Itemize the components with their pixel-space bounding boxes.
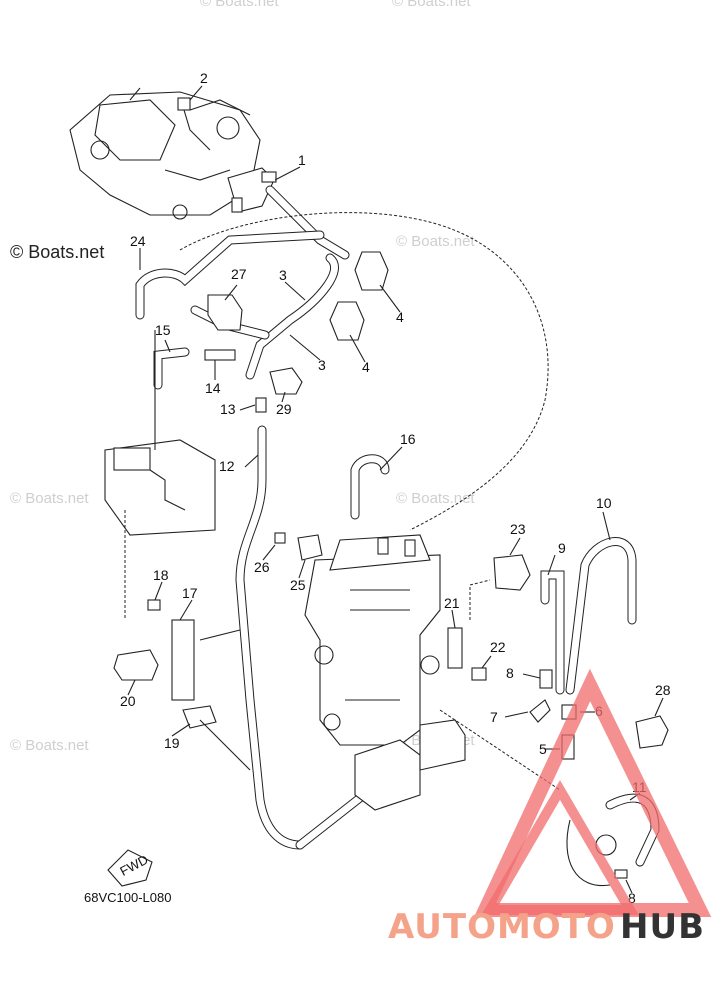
- callout-label: 15: [155, 322, 171, 338]
- part-29: [269, 367, 303, 395]
- part-8b: [614, 869, 628, 879]
- fuel-separator: [304, 534, 441, 746]
- callout-label: 13: [220, 401, 236, 417]
- callout-label: 2: [200, 70, 208, 86]
- callout-label: 12: [219, 458, 235, 474]
- part-17: [171, 619, 195, 701]
- diagram-code: 68VC100-L080: [84, 890, 171, 905]
- callout-label: 3: [318, 357, 326, 373]
- callout-label: 26: [254, 559, 270, 575]
- callout-label: 27: [231, 266, 247, 282]
- main-watermark: © Boats.net: [10, 242, 104, 262]
- callout-label: 18: [153, 567, 169, 583]
- callout-label: 20: [120, 693, 136, 709]
- callout-label: 14: [205, 380, 221, 396]
- part-25: [297, 534, 323, 561]
- part-21: [447, 627, 463, 669]
- callout-label: 4: [396, 309, 404, 325]
- part-13: [255, 397, 267, 413]
- part-22: [471, 667, 487, 681]
- part-14: [204, 349, 236, 361]
- watermark: © Boats.net: [392, 0, 471, 10]
- callout-label: 25: [290, 577, 306, 593]
- part-23: [493, 554, 531, 591]
- callout-label: 10: [596, 495, 612, 511]
- part-26: [274, 532, 286, 544]
- brand-logo: AUTOMOTO HUB: [388, 668, 712, 947]
- part-18: [147, 599, 161, 611]
- callout-label: 8: [628, 890, 636, 906]
- part-4: [329, 251, 389, 341]
- callout-label: 24: [130, 233, 146, 249]
- callout-label: 16: [400, 431, 416, 447]
- brand-part1: AUTOMOTO: [388, 907, 616, 947]
- callout-label: 1: [298, 152, 306, 168]
- callout-label: 19: [164, 735, 180, 751]
- watermark: © Boats.net: [396, 490, 475, 507]
- callout-label: 17: [182, 585, 198, 601]
- fwd-arrow-icon: FWD: [107, 849, 153, 887]
- callout-label: 29: [276, 401, 292, 417]
- part-28: [635, 715, 669, 749]
- brand-part2: HUB: [620, 907, 705, 947]
- callout-label: 23: [510, 521, 526, 537]
- watermark: © Boats.net: [200, 0, 279, 10]
- callout-label: 22: [490, 639, 506, 655]
- callout-label: 3: [279, 267, 287, 283]
- vapor-canister: [354, 719, 466, 811]
- callout-label: 5: [539, 741, 547, 757]
- callout-label: 21: [444, 595, 460, 611]
- part-20: [113, 649, 159, 681]
- watermark: © Boats.net: [10, 737, 89, 754]
- watermark: © Boats.net: [10, 490, 89, 507]
- callout-label: 7: [490, 709, 498, 725]
- part-19: [182, 705, 217, 729]
- callout-label: 4: [362, 359, 370, 375]
- engine-block-left: [104, 330, 216, 536]
- callout-label: 8: [506, 665, 514, 681]
- part-8: [539, 669, 553, 689]
- callout-label: 9: [558, 540, 566, 556]
- part-27: [207, 294, 243, 331]
- callout-label: 28: [655, 682, 671, 698]
- callouts: 1 2 3 3 4 4 5 6 7 8 8 9 10 11 12 13 14 1…: [120, 70, 671, 906]
- part-2: [177, 97, 211, 151]
- watermark: © Boats.net: [396, 233, 475, 250]
- part-7: [529, 699, 551, 723]
